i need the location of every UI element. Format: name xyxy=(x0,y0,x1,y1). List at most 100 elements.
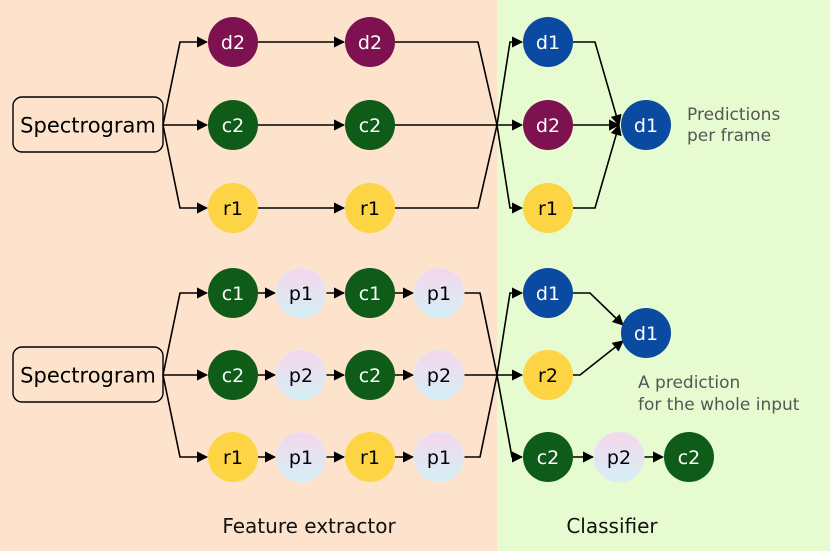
note-per-frame: per frame xyxy=(687,126,771,146)
node-circle xyxy=(345,432,395,482)
node-c1: c1 xyxy=(208,268,258,318)
node-c1: c1 xyxy=(345,268,395,318)
node-label: r1 xyxy=(223,198,243,220)
node-circle xyxy=(621,308,671,358)
node-label: d2 xyxy=(358,32,382,54)
node-label: d2 xyxy=(536,115,560,137)
classifier-merge-edge xyxy=(573,340,624,376)
node-r1: r1 xyxy=(208,432,258,482)
node-d2: d2 xyxy=(208,17,258,67)
node-r1: r1 xyxy=(345,183,395,233)
node-circle xyxy=(523,17,573,67)
node-d1: d1 xyxy=(621,308,671,358)
input-box-border xyxy=(12,96,164,153)
node-c2: c2 xyxy=(208,350,258,400)
node-c2: c2 xyxy=(345,350,395,400)
node-c2: c2 xyxy=(523,432,573,482)
node-label: d1 xyxy=(634,323,658,345)
node-label: r1 xyxy=(360,198,380,220)
node-c2: c2 xyxy=(345,100,395,150)
node-circle xyxy=(345,183,395,233)
fanout-edge xyxy=(162,374,209,463)
node-label: p2 xyxy=(427,365,451,387)
fanout-edge xyxy=(162,124,209,214)
node-p1: p1 xyxy=(275,267,327,319)
node-label: p1 xyxy=(289,447,313,469)
classifier-fanout-edge xyxy=(496,287,524,376)
node-p1: p1 xyxy=(413,267,465,319)
node-circle xyxy=(275,349,327,401)
node-p2: p2 xyxy=(413,349,465,401)
node-label: c2 xyxy=(359,115,382,137)
merge-edge xyxy=(464,374,498,458)
spectrogram-input-box: Spectrogram xyxy=(12,96,164,153)
merge-edge xyxy=(464,292,498,376)
node-circle xyxy=(275,267,327,319)
node-label: p1 xyxy=(289,283,313,305)
fanout-edge xyxy=(162,36,209,126)
node-circle xyxy=(208,432,258,482)
node-circle xyxy=(208,100,258,150)
node-circle xyxy=(345,350,395,400)
note-a-prediction: A prediction xyxy=(638,373,740,393)
node-circle xyxy=(523,350,573,400)
node-r1: r1 xyxy=(345,432,395,482)
node-label: d1 xyxy=(536,283,560,305)
node-circle xyxy=(523,268,573,318)
classifier-merge-edge xyxy=(573,292,624,326)
node-d2: d2 xyxy=(345,17,395,67)
node-label: c2 xyxy=(678,447,701,469)
fanout-edge xyxy=(162,287,209,376)
node-label: c2 xyxy=(222,365,245,387)
section-label-classifier: Classifier xyxy=(566,514,658,538)
node-r2: r2 xyxy=(523,350,573,400)
note-predictions: Predictions xyxy=(687,105,780,125)
node-label: d1 xyxy=(536,32,560,54)
classifier-fanout-edge xyxy=(496,36,524,126)
node-d1: d1 xyxy=(523,268,573,318)
node-label: r1 xyxy=(360,447,380,469)
node-circle xyxy=(621,100,671,150)
node-circle xyxy=(345,100,395,150)
node-circle xyxy=(208,17,258,67)
node-circle xyxy=(523,183,573,233)
node-d1: d1 xyxy=(523,17,573,67)
node-circle xyxy=(664,432,714,482)
node-circle xyxy=(345,17,395,67)
node-circle xyxy=(413,431,465,483)
node-circle xyxy=(593,431,645,483)
node-label: p1 xyxy=(427,283,451,305)
node-p2: p2 xyxy=(275,349,327,401)
node-r1: r1 xyxy=(523,183,573,233)
node-label: r2 xyxy=(538,365,558,387)
node-p1: p1 xyxy=(413,431,465,483)
node-circle xyxy=(523,100,573,150)
merge-edge xyxy=(395,41,498,126)
node-circle xyxy=(208,183,258,233)
node-label: p2 xyxy=(289,365,313,387)
node-label: p2 xyxy=(607,447,631,469)
node-c2: c2 xyxy=(208,100,258,150)
node-label: c2 xyxy=(359,365,382,387)
node-label: d1 xyxy=(634,115,658,137)
merge-edge xyxy=(395,124,498,209)
input-box-label: Spectrogram xyxy=(20,364,156,388)
note-whole-input: for the whole input xyxy=(638,395,800,415)
node-label: c2 xyxy=(537,447,560,469)
node-label: c1 xyxy=(359,283,382,305)
node-circle xyxy=(208,350,258,400)
classifier-fanout-edge xyxy=(496,374,524,463)
node-p2: p2 xyxy=(593,431,645,483)
node-label: d2 xyxy=(221,32,245,54)
node-p1: p1 xyxy=(275,431,327,483)
node-c2: c2 xyxy=(664,432,714,482)
input-box-border xyxy=(12,346,164,403)
node-circle xyxy=(523,432,573,482)
node-r1: r1 xyxy=(208,183,258,233)
classifier-merge-edge xyxy=(573,41,622,127)
classifier-merge-edge xyxy=(573,123,622,209)
node-circle xyxy=(275,431,327,483)
node-circle xyxy=(413,267,465,319)
